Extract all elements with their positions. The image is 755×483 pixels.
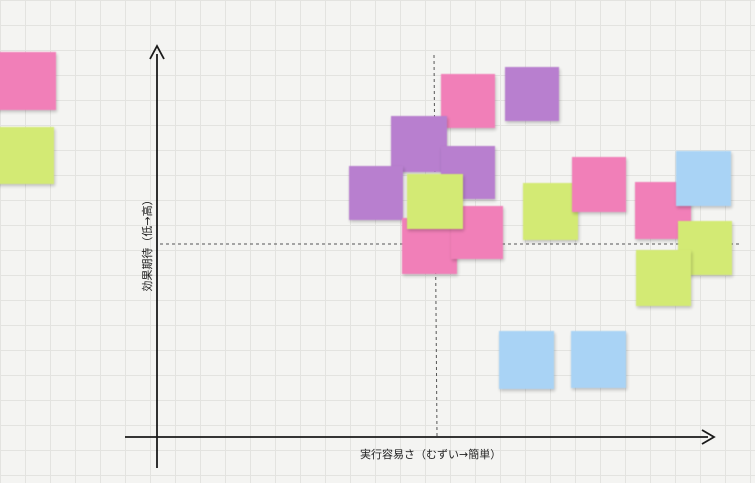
x-axis-label: 実行容易さ（むずい→簡単） bbox=[360, 448, 502, 461]
sticky-note[interactable] bbox=[676, 151, 731, 206]
legend-lime-note[interactable] bbox=[0, 127, 54, 184]
legend-pink-note[interactable] bbox=[0, 52, 56, 110]
sticky-note[interactable] bbox=[523, 183, 578, 240]
sticky-note[interactable] bbox=[572, 157, 626, 212]
sticky-note[interactable] bbox=[407, 174, 463, 229]
y-axis-arrowhead bbox=[149, 44, 165, 60]
sticky-note[interactable] bbox=[391, 116, 447, 172]
y-axis-label: 効果期待（低→高） bbox=[141, 194, 154, 292]
sticky-note[interactable] bbox=[349, 166, 403, 220]
sticky-note[interactable] bbox=[636, 250, 691, 306]
x-axis-arrowhead bbox=[701, 429, 716, 445]
sticky-note[interactable] bbox=[505, 67, 559, 121]
sticky-note[interactable] bbox=[571, 331, 626, 388]
sticky-note[interactable] bbox=[499, 331, 554, 389]
sticky-note[interactable] bbox=[441, 74, 495, 128]
